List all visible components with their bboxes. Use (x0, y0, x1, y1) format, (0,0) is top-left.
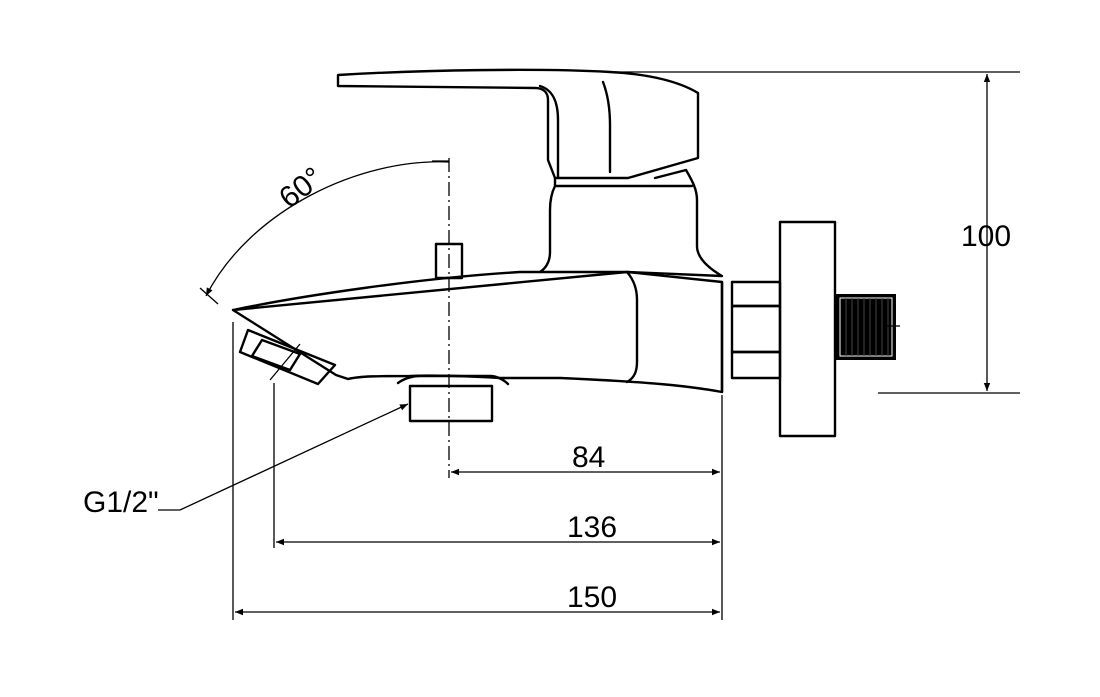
threaded-pipe (836, 294, 900, 360)
angle-label: 60° (273, 161, 329, 215)
faucet-outline (231, 68, 900, 438)
wall-connector (730, 220, 837, 438)
mixer-body (231, 270, 724, 394)
dim-136-label: 136 (567, 511, 617, 544)
water-outlet (396, 374, 510, 423)
dim-84-label: 84 (572, 441, 605, 474)
lever-handle-inner (538, 84, 560, 180)
thread-callout: G1/2" (83, 404, 408, 519)
height-label: 100 (961, 220, 1011, 253)
horizontal-dimensions: 84 136 150 (232, 322, 723, 620)
dim-150-label: 150 (567, 581, 617, 614)
lever-handle (336, 68, 700, 180)
spout-aerator (238, 328, 337, 386)
height-dimension: 100 (610, 71, 1020, 394)
wall-flange (778, 220, 837, 438)
thread-label: G1/2" (83, 486, 159, 519)
